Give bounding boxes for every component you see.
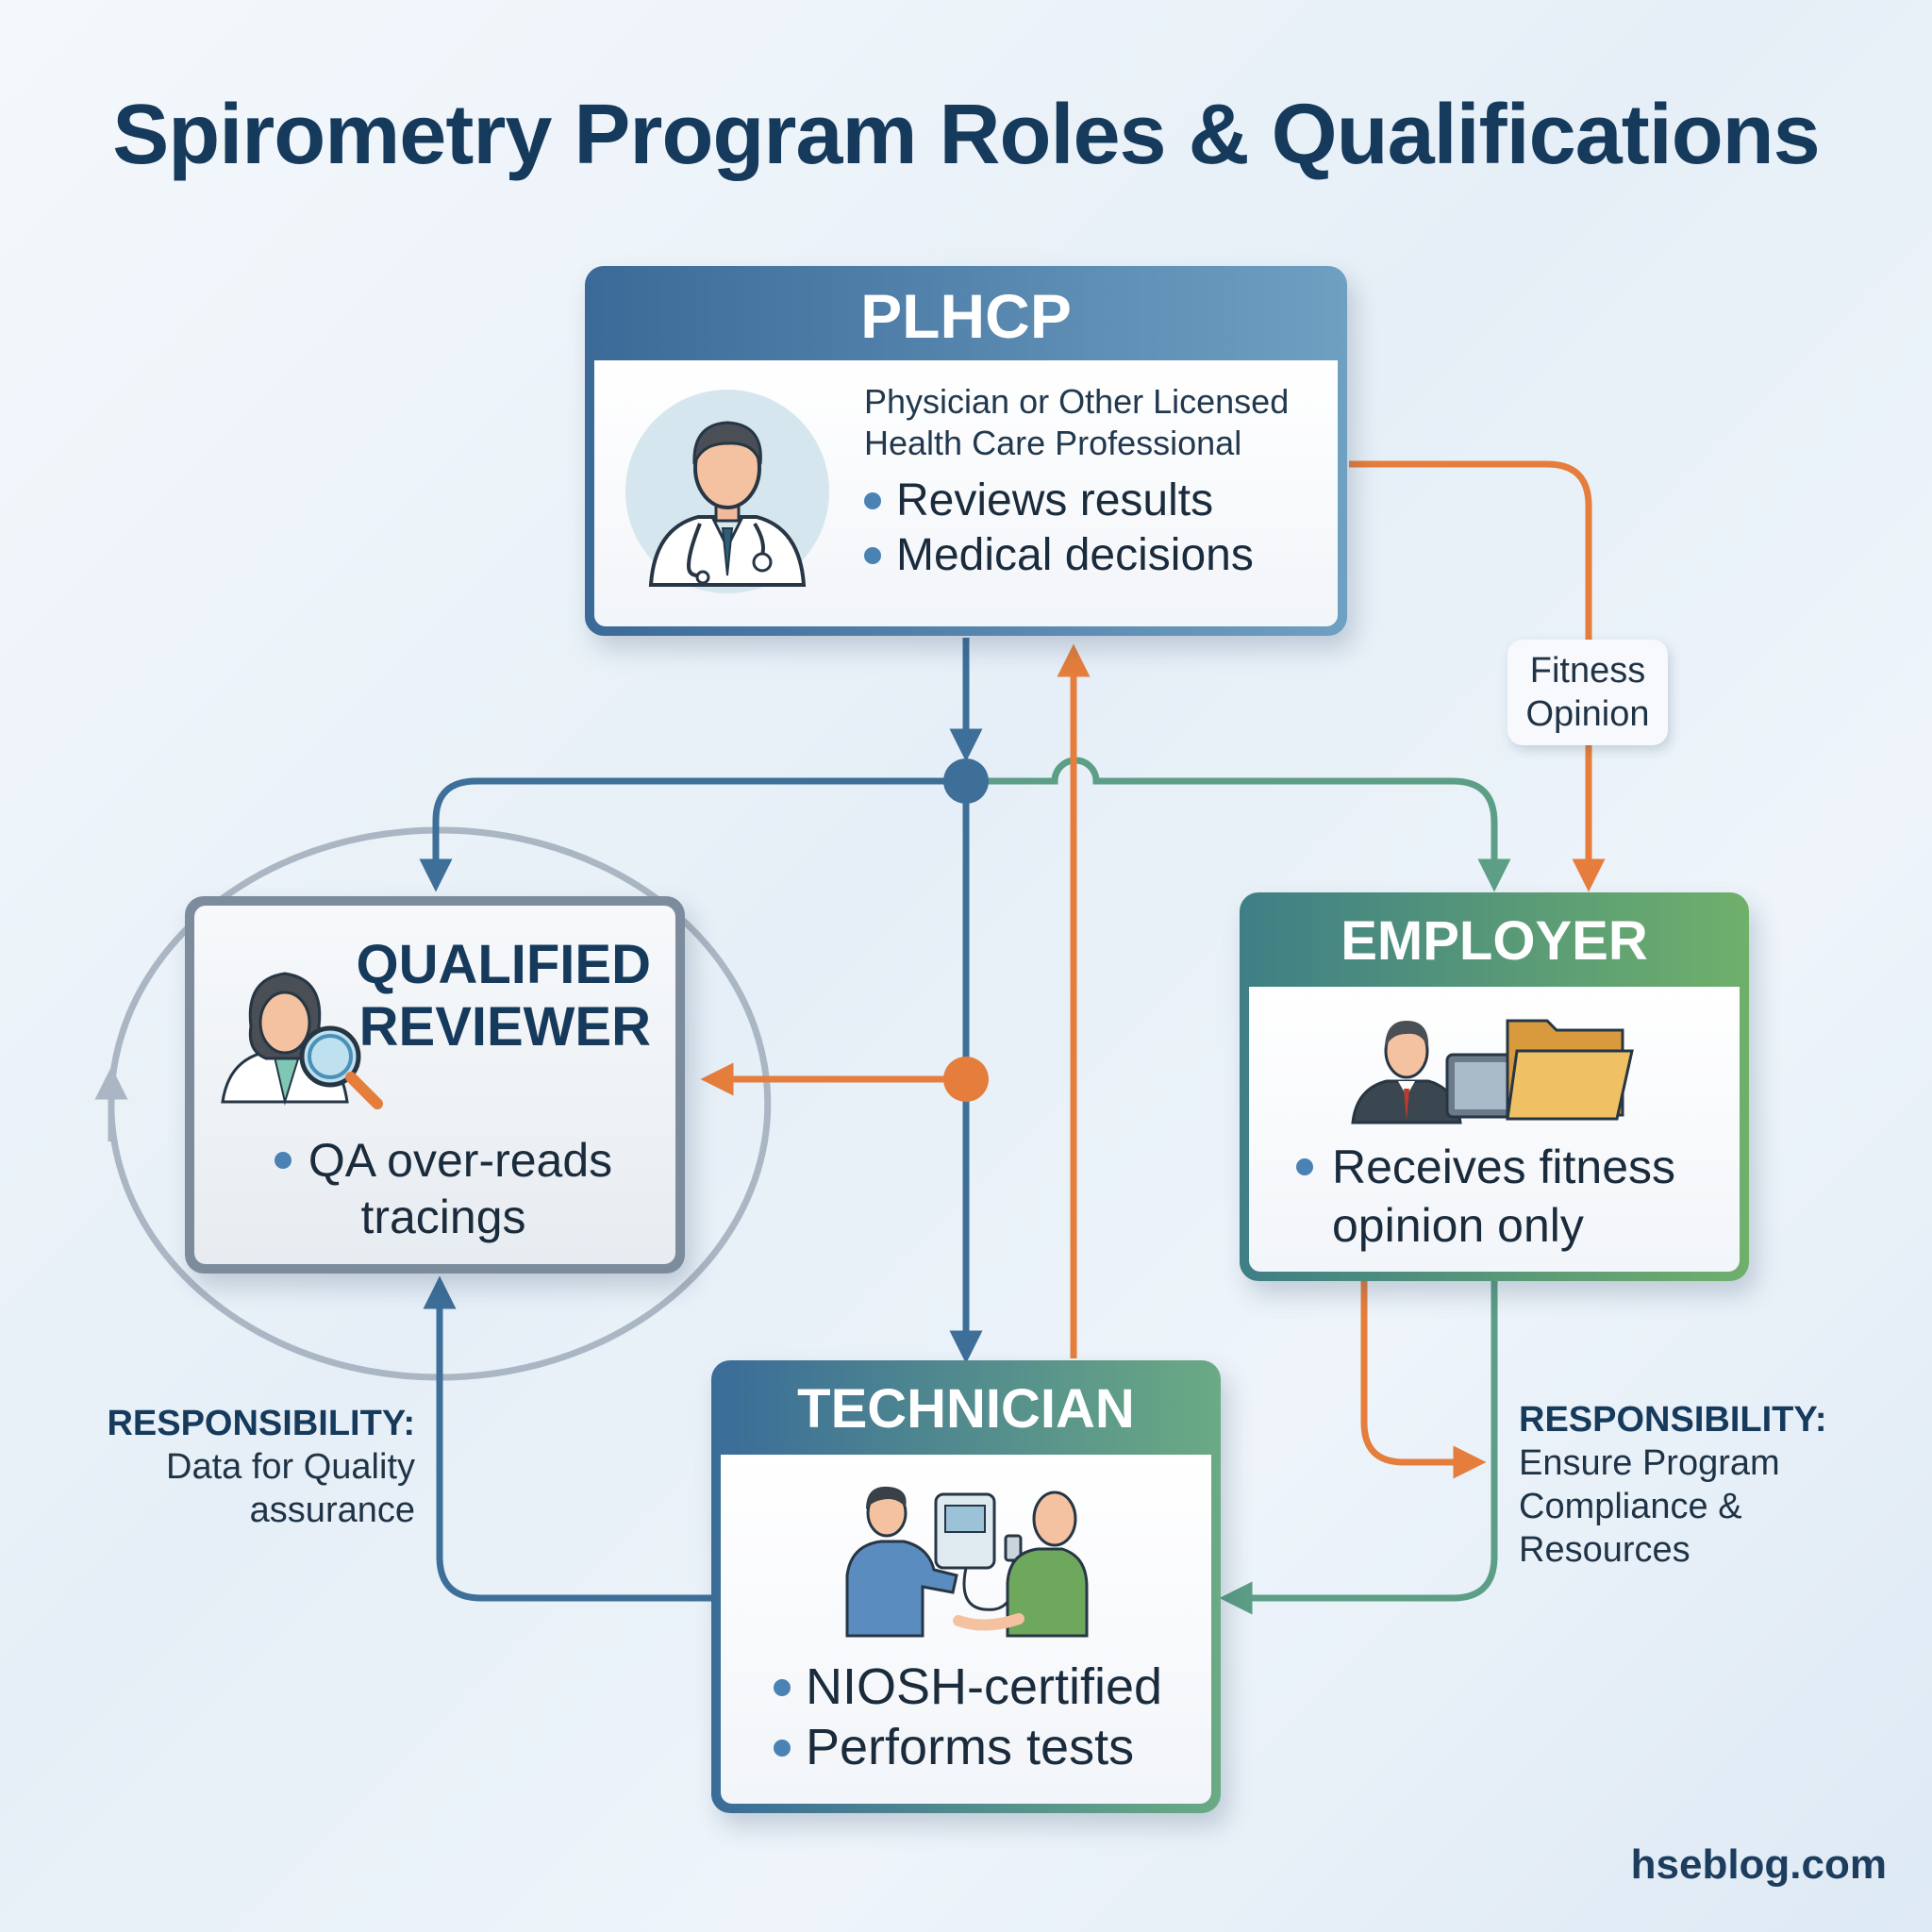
spirometry-test-icon	[845, 1486, 1089, 1638]
plhcp-bullet-reviews: Reviews results	[860, 474, 1254, 528]
employer-heading: EMPLOYER	[1341, 910, 1648, 972]
responsibility-right-line3: Resources	[1519, 1530, 1690, 1570]
junction-to-reviewer-line	[419, 777, 966, 892]
responsibility-right-label: RESPONSIBILITY: Ensure Program Complianc…	[1519, 1398, 1915, 1572]
reviewer-magnifier-icon	[221, 972, 383, 1109]
reviewer-bullet: QA over-reads tracings	[255, 1132, 632, 1245]
reviewer-bullet-line2: tracings	[360, 1191, 526, 1243]
technician-heading: TECHNICIAN	[797, 1378, 1135, 1440]
employer-card: EMPLOYER	[1240, 892, 1749, 1281]
technician-to-reviewer-line	[423, 1275, 711, 1602]
orange-node	[943, 1057, 989, 1102]
employer-bullet-line1: Receives fitness	[1332, 1141, 1676, 1193]
responsibility-left-line2: assurance	[249, 1491, 415, 1530]
qualified-reviewer-card	[185, 896, 685, 1274]
employer-bullet-list: Receives fitness opinion only	[1292, 1138, 1736, 1255]
technician-bullet-list: NIOSH-certified Performs tests	[770, 1657, 1162, 1777]
site-watermark: hseblog.com	[1630, 1841, 1887, 1888]
responsibility-right-line1: Ensure Program	[1519, 1443, 1780, 1483]
employer-resources-line	[1360, 1281, 1487, 1479]
plhcp-description: Physician or Other Licensed Health Care …	[864, 382, 1290, 462]
responsibility-right-heading: RESPONSIBILITY:	[1519, 1400, 1827, 1440]
qa-cycle-ring	[108, 826, 772, 1381]
technician-card: TECHNICIAN	[711, 1360, 1221, 1813]
employer-card-body	[1249, 987, 1740, 1272]
reviewer-bullet-dot	[274, 1151, 291, 1169]
reviewer-heading: QUALIFIED REVIEWER	[340, 934, 651, 1058]
junction-to-employer-line	[966, 757, 1511, 892]
plhcp-bullet-decisions: Medical decisions	[860, 528, 1254, 583]
responsibility-left-label: RESPONSIBILITY: Data for Quality assuran…	[57, 1402, 415, 1532]
plhcp-bullet-list: Reviews results Medical decisions	[860, 474, 1254, 583]
employer-to-technician-line	[1219, 1281, 1498, 1615]
fitness-opinion-label: Fitness Opinion	[1507, 640, 1668, 745]
reviewer-heading-line1: QUALIFIED	[356, 934, 651, 995]
reviewer-bullet-line1: QA over-reads	[308, 1134, 613, 1187]
junction-node	[943, 758, 989, 804]
plhcp-heading: PLHCP	[860, 281, 1072, 351]
technician-bullet-tests: Performs tests	[770, 1717, 1162, 1777]
fitness-opinion-line1: Fitness	[1529, 651, 1646, 691]
employer-bullet: Receives fitness opinion only	[1292, 1138, 1736, 1255]
fitness-opinion-line2: Opinion	[1525, 694, 1650, 734]
fitness-opinion-line	[1349, 460, 1606, 892]
responsibility-right-line2: Compliance &	[1519, 1487, 1742, 1526]
doctor-icon	[625, 390, 829, 593]
responsibility-left-line1: Data for Quality	[166, 1447, 415, 1487]
page-title: Spirometry Program Roles & Qualification…	[112, 88, 1820, 182]
reviewer-heading-line2: REVIEWER	[358, 996, 651, 1058]
responsibility-left-heading: RESPONSIBILITY:	[107, 1404, 415, 1443]
employer-bullet-line2: opinion only	[1332, 1199, 1584, 1252]
technician-bullet-certified: NIOSH-certified	[770, 1657, 1162, 1717]
businessman-folder-icon	[1351, 1019, 1634, 1124]
